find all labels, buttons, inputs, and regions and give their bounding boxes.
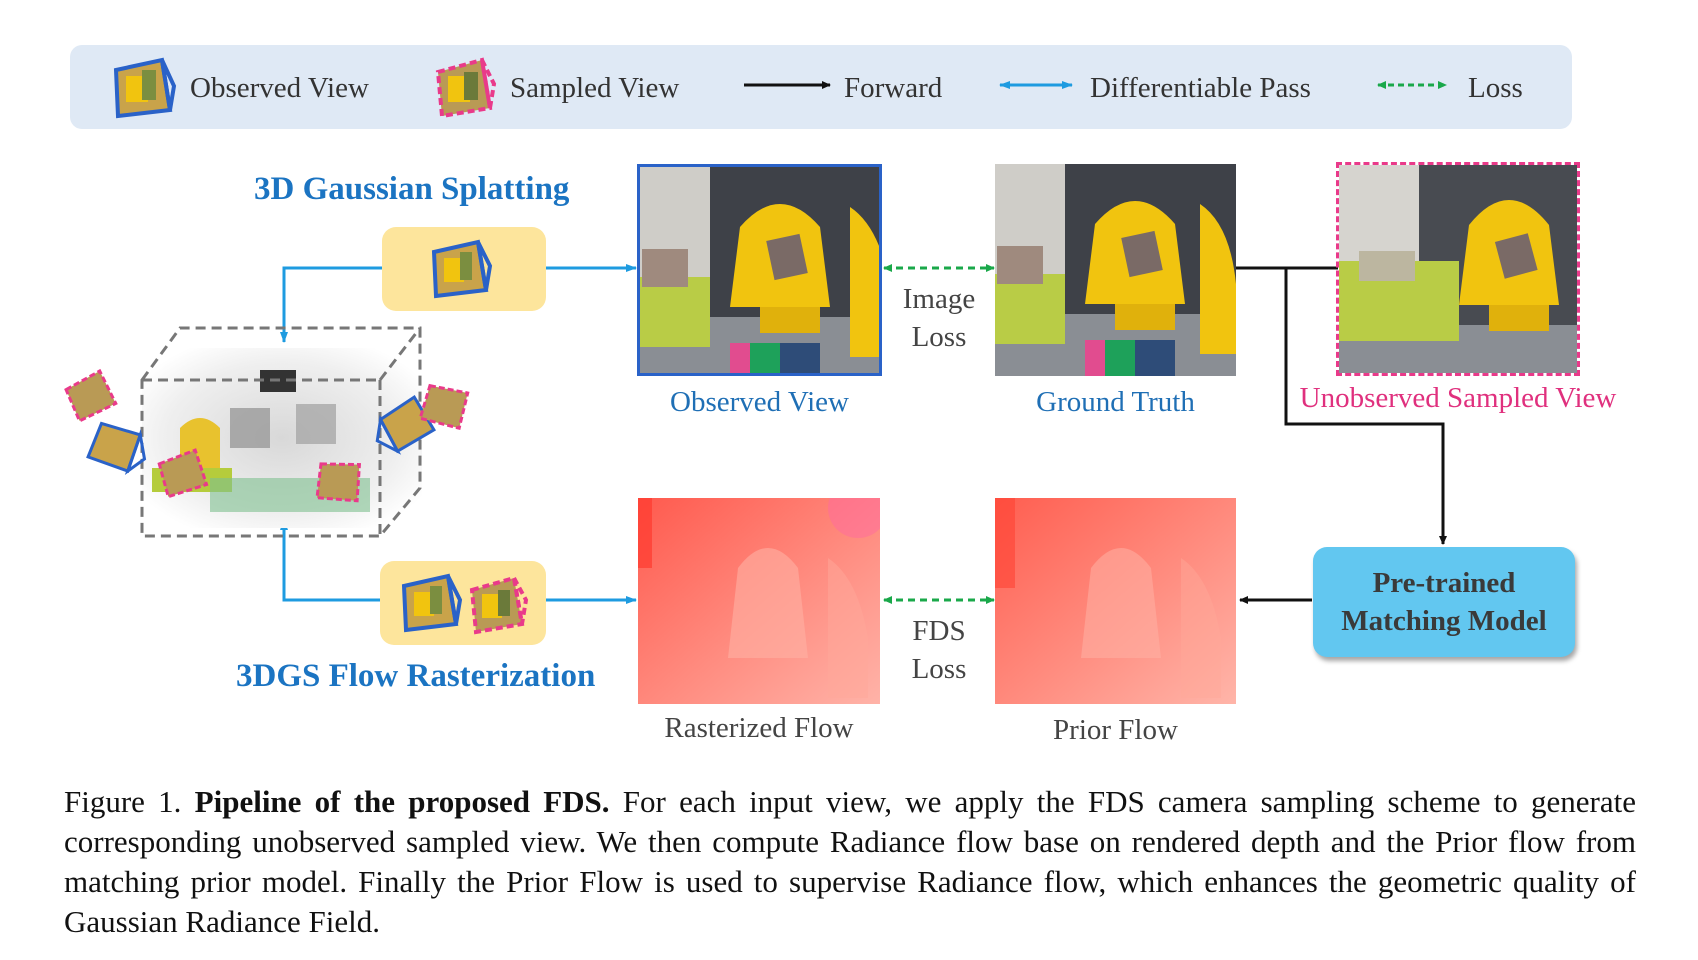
fds-loss-line1: FDS [912,615,966,647]
rasterized-flow-image [638,498,880,704]
scene-gaussian-field-image [64,326,470,538]
observed-view-camera-icon [401,573,463,633]
pretrained-matching-model-box: Pre-trained Matching Model [1313,547,1575,657]
prior-flow-image [995,498,1236,704]
caption-body: For each input view, we apply the FDS ca… [64,784,1637,939]
gaussian-splatting-title: 3D Gaussian Splatting [254,171,570,207]
observed-view-image [637,164,882,376]
loss-arrow-icon [1377,81,1447,89]
legend-loss-label: Loss [1468,72,1523,104]
room-scene-thumbnail [995,164,1236,376]
fds-loss-line2: Loss [911,653,967,685]
sampled-view-camera-icon [469,575,529,635]
ground-truth-image [995,164,1236,376]
matching-model-label: Pre-trained Matching Model [1341,567,1547,637]
room-scene-thumbnail [1339,165,1577,373]
flow-field-thumbnail [995,498,1236,704]
legend-differentiable-pass-label: Differentiable Pass [1090,72,1311,104]
observed-view-label: Observed View [670,386,849,418]
sampled-view-camera-icon [435,57,497,119]
legend-observed-view-label: Observed View [190,72,369,104]
image-loss-line2: Loss [911,321,967,353]
room-scene-thumbnail [640,167,879,373]
figure-caption: Figure 1. Pipeline of the proposed FDS. … [64,782,1636,942]
flow-field-thumbnail [638,498,880,704]
rasterized-flow-label: Rasterized Flow [664,712,854,744]
legend-forward-label: Forward [844,72,943,104]
legend-sampled-view-label: Sampled View [510,72,680,104]
observed-view-camera-icon [113,57,177,119]
differentiable-pass-arrow-icon [999,81,1073,89]
image-loss-line1: Image [902,283,976,315]
caption-bold-title: Pipeline of the proposed FDS. [194,784,610,819]
ground-truth-label: Ground Truth [1036,386,1195,418]
prior-flow-label: Prior Flow [1053,714,1178,746]
unobserved-sampled-view-image [1336,162,1580,376]
image-loss-label: Image Loss [884,280,994,356]
observed-view-camera-icon [431,239,493,299]
unobserved-sampled-view-label: Unobserved Sampled View [1299,382,1617,414]
legend-panel [70,45,1572,129]
fds-loss-label: FDS Loss [884,612,994,688]
caption-prefix: Figure 1. [64,784,195,819]
flow-rasterization-title: 3DGS Flow Rasterization [236,658,596,694]
forward-arrow-icon [744,81,831,89]
